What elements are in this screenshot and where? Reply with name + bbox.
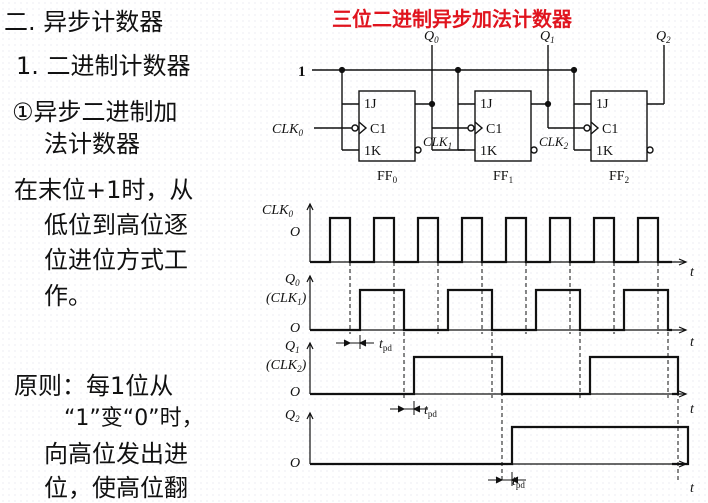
zero-label-4: O — [290, 456, 300, 471]
item-heading-line2: 法计数器 — [44, 130, 140, 158]
diagram-title: 三位二进制异步加法计数器 — [332, 7, 572, 31]
ff0-box — [358, 90, 416, 162]
circuit-labels: 1 CLK0 Q0 Q1 Q2 CLK1 CLK2 1J C1 1K FF0 1… — [272, 29, 671, 185]
ff1-k-label: 1K — [480, 144, 497, 159]
tpd-label-3: tpd — [512, 474, 525, 490]
clk2-internal-label: CLK2 — [539, 134, 569, 151]
q0-waveform — [310, 288, 672, 332]
t-axis-label-4: t — [690, 481, 695, 496]
subsection-heading: 1. 二进制计数器 — [16, 52, 191, 80]
t-axis-label-1: t — [690, 265, 695, 280]
ff1-j-label: 1J — [480, 97, 493, 112]
clk2-alt-label: (CLK2) — [266, 358, 307, 374]
q0-output-label: Q0 — [424, 29, 439, 45]
rule-line-2: “1”变“0”时， — [64, 406, 204, 431]
tpd-label-2: tpd — [424, 403, 437, 419]
section-heading: 二. 异步计数器 — [4, 8, 164, 36]
timing-diagram — [306, 202, 690, 486]
ff0-c-label: C1 — [370, 122, 386, 137]
q0-signal-label: Q0 — [285, 272, 300, 288]
t-axis-label-2: t — [690, 335, 695, 350]
ff0-j-label: 1J — [364, 97, 377, 112]
tpd-label-1: tpd — [379, 337, 392, 353]
ff2-k-label: 1K — [596, 144, 613, 159]
clk1-internal-label: CLK1 — [423, 134, 452, 151]
paragraph-line-3: 位进位方式工 — [44, 246, 188, 274]
paragraph-line-1: 在末位+1时，从 — [14, 176, 194, 204]
q1-signal-label: Q1 — [285, 339, 300, 355]
logic-one-label: 1 — [298, 64, 306, 80]
ff1-box — [474, 90, 532, 162]
zero-label-2: O — [290, 321, 300, 336]
ff0-k-label: 1K — [364, 144, 381, 159]
zero-label-3: O — [290, 385, 300, 400]
q1-waveform — [310, 355, 680, 396]
clk0-input-label: CLK0 — [272, 122, 303, 138]
paragraph-line-4: 作。 — [44, 282, 92, 310]
ff2-j-label: 1J — [596, 97, 609, 112]
ff1-name: FF1 — [493, 169, 513, 185]
clk0-signal-label: CLK0 — [262, 203, 293, 219]
circuit-diagram — [312, 45, 665, 162]
ff2-name: FF2 — [609, 169, 629, 185]
ff2-c-label: C1 — [602, 122, 618, 137]
clk1-alt-label: (CLK1) — [266, 291, 307, 307]
clk0-waveform — [310, 216, 672, 264]
q1-output-label: Q1 — [540, 29, 555, 45]
timing-labels: CLK0 O Q0 (CLK1) O Q1 (CLK2) O Q2 O t t … — [262, 203, 695, 496]
t-axis-label-3: t — [690, 402, 695, 417]
ff1-c-label: C1 — [486, 122, 502, 137]
q2-output-label: Q2 — [656, 29, 671, 45]
q2-signal-label: Q2 — [285, 408, 300, 424]
q2-waveform — [310, 425, 690, 466]
paragraph-line-2: 低位到高位逐 — [44, 211, 188, 239]
rule-line-1: 原则：每1位从 — [14, 372, 174, 400]
rule-line-4: 位，使高位翻 — [44, 474, 188, 502]
ff0-name: FF0 — [377, 169, 398, 185]
zero-label-1: O — [290, 225, 300, 240]
ff2-box — [590, 90, 648, 162]
item-heading-line1: ①异步二进制加 — [12, 98, 178, 126]
rule-line-3: 向高位发出进 — [44, 440, 188, 468]
